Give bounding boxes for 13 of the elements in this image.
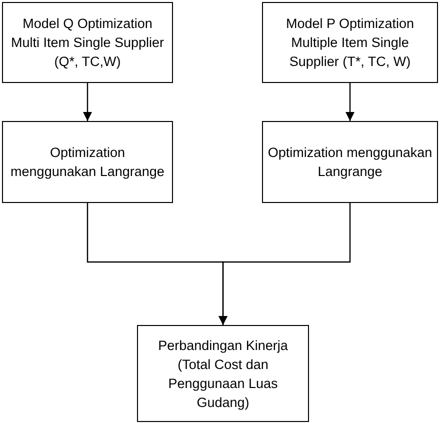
process-box <box>2 2 173 83</box>
box-label: Model P Optimization Multiple Item Single Supplier (T*, TC, W) <box>284 15 416 71</box>
box-label: Perbandingan Kinerja (Total Cost dan Penggunaan Luas Gudang) <box>157 336 289 412</box>
box-label: Model Q Optimization Multi Item Single Supplier (Q*, TC,W) <box>10 15 166 71</box>
arrow <box>83 83 92 121</box>
box-label: Optimization menggunakan Langrange <box>267 144 433 181</box>
arrow <box>218 203 351 325</box>
process-box <box>262 2 438 83</box>
process-box <box>2 121 173 203</box>
process-box <box>262 121 438 203</box>
process-box <box>137 325 309 422</box>
arrow <box>346 83 354 121</box>
box-label: Optimization menggunakan Langrange <box>10 144 166 181</box>
